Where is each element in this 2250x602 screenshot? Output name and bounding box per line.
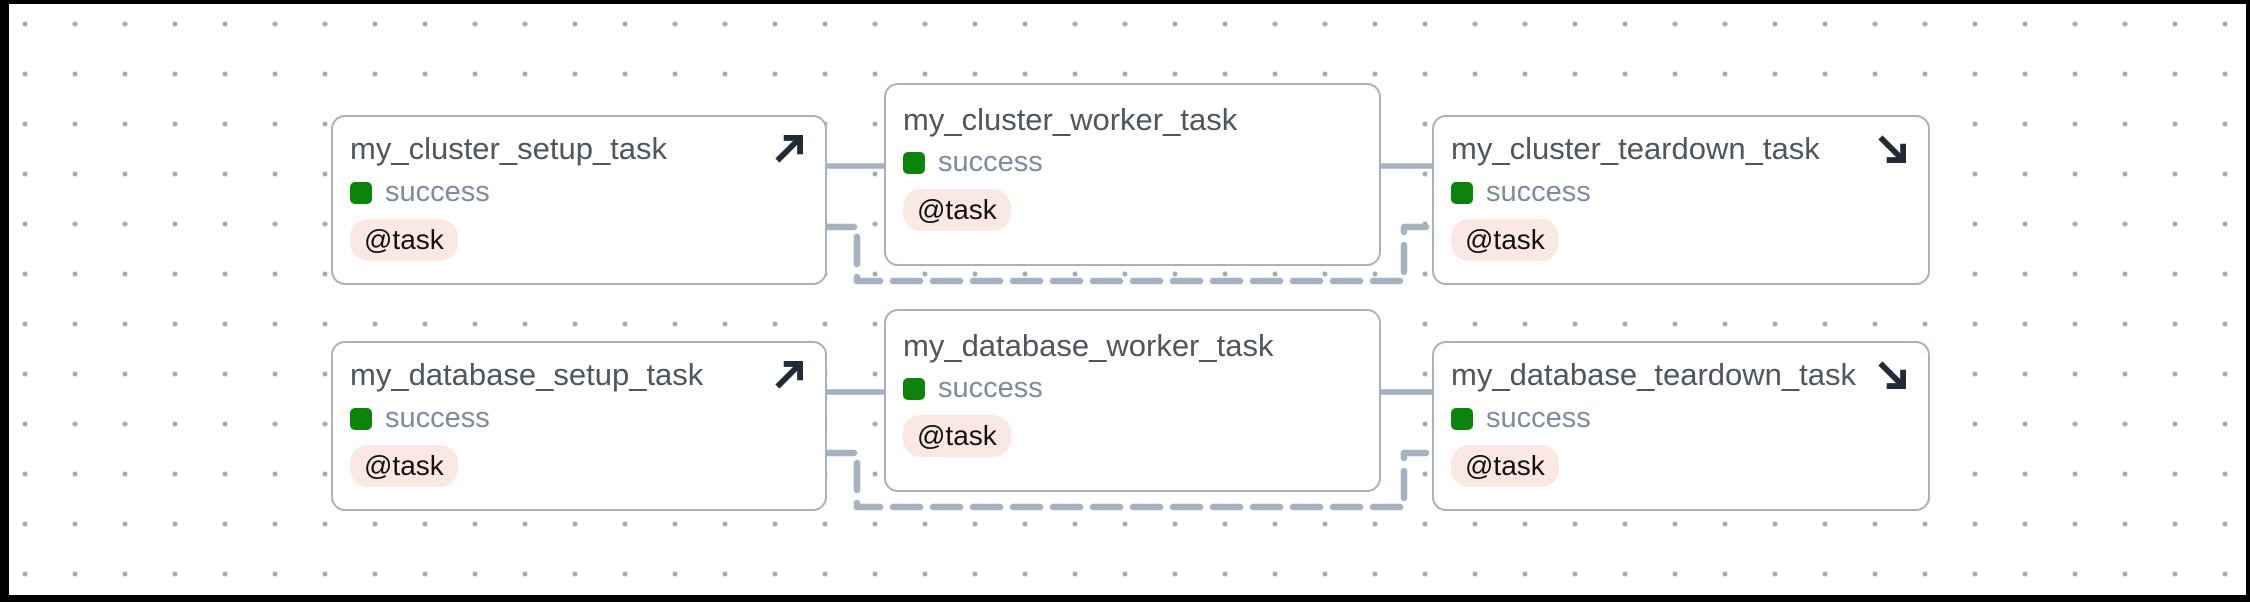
- window-border-top: [0, 0, 2250, 4]
- success-status-square: [903, 377, 925, 400]
- teardown-arrow-icon: [1873, 130, 1911, 168]
- success-status-square: [1451, 407, 1473, 430]
- task-node-my-cluster-worker-task[interactable]: my_cluster_worker_task success @task: [884, 83, 1381, 266]
- task-node-my-database-worker-task[interactable]: my_database_worker_task success @task: [884, 309, 1381, 492]
- task-name: my_cluster_worker_task: [903, 102, 1238, 137]
- task-name: my_database_worker_task: [903, 328, 1274, 363]
- success-status-square: [903, 151, 925, 174]
- task-node-my-database-setup-task[interactable]: my_database_setup_task success @task: [331, 341, 827, 511]
- task-name: my_database_teardown_task: [1451, 357, 1856, 392]
- task-decorator-badge: @task: [903, 189, 1011, 231]
- teardown-arrow-icon: [1873, 356, 1911, 394]
- status-label: success: [1486, 176, 1591, 208]
- task-node-my-cluster-teardown-task[interactable]: my_cluster_teardown_task success @task: [1432, 115, 1930, 285]
- task-name: my_database_setup_task: [350, 357, 704, 392]
- success-status-square: [350, 181, 372, 204]
- setup-arrow-icon: [770, 130, 808, 168]
- window-border-left: [0, 0, 9, 602]
- task-decorator-badge: @task: [1451, 219, 1559, 261]
- task-decorator-badge: @task: [903, 415, 1011, 457]
- task-decorator-badge: @task: [350, 219, 458, 261]
- success-status-square: [1451, 181, 1473, 204]
- task-node-my-cluster-setup-task[interactable]: my_cluster_setup_task success @task: [331, 115, 827, 285]
- status-label: success: [938, 146, 1043, 178]
- task-node-my-database-teardown-task[interactable]: my_database_teardown_task success @task: [1432, 341, 1930, 511]
- status-label: success: [1486, 402, 1591, 434]
- task-decorator-badge: @task: [1451, 445, 1559, 487]
- status-label: success: [385, 176, 490, 208]
- task-decorator-badge: @task: [350, 445, 458, 487]
- status-label: success: [938, 372, 1043, 404]
- status-label: success: [385, 402, 490, 434]
- setup-arrow-icon: [770, 356, 808, 394]
- window-border-right: [2246, 0, 2250, 602]
- task-name: my_cluster_setup_task: [350, 131, 668, 166]
- success-status-square: [350, 407, 372, 430]
- window-border-bottom: [0, 595, 2250, 602]
- task-name: my_cluster_teardown_task: [1451, 131, 1820, 166]
